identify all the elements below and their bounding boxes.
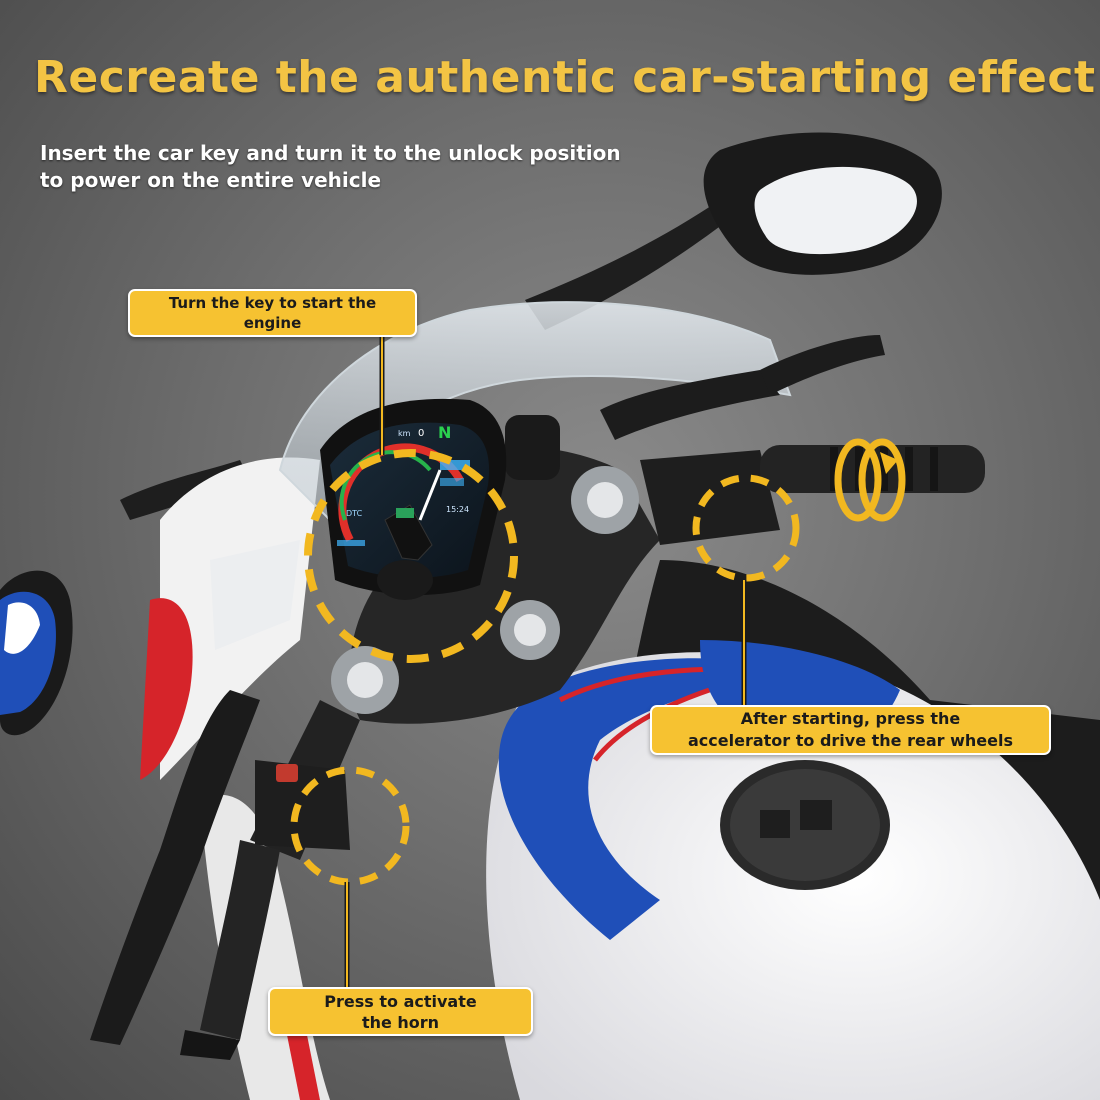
dashboard-mode: DTC xyxy=(346,509,363,518)
dashboard-clock: 15:24 xyxy=(446,505,469,514)
hazard-button-icon xyxy=(276,764,298,782)
dashboard-speed: 0 xyxy=(418,428,424,439)
right-mirror xyxy=(525,132,942,330)
instructions-line-1: Insert the car key and turn it to the un… xyxy=(40,141,621,165)
horn-highlight-circle xyxy=(290,766,410,886)
key-highlight-circle xyxy=(304,449,518,663)
callout-turn-key: Turn the key to start the engine xyxy=(128,289,417,337)
callout-turn-key-line-1: Turn the key to start the xyxy=(168,294,377,312)
reservoir-cap xyxy=(505,415,560,480)
instructions: Insert the car key and turn it to the un… xyxy=(40,140,621,194)
accelerator-highlight-circle xyxy=(692,474,800,582)
callout-accelerator-line-1: After starting, press the xyxy=(740,709,961,728)
callout-accelerator: After starting, press the accelerator to… xyxy=(650,705,1051,755)
callout-accelerator-line-2: accelerator to drive the rear wheels xyxy=(688,731,1013,750)
instructions-line-2: to power on the entire vehicle xyxy=(40,168,382,192)
rotate-arrow-head-icon xyxy=(880,452,898,474)
headline: Recreate the authentic car-starting effe… xyxy=(34,52,1096,103)
callout-horn: Press to activate the horn xyxy=(268,987,533,1036)
callout-horn-line-1: Press to activate xyxy=(324,991,477,1011)
left-mirror xyxy=(0,460,250,736)
ignition-key-icon xyxy=(377,504,433,600)
callout-horn-line-2: the horn xyxy=(361,1012,440,1032)
dashboard-unit: km xyxy=(398,429,411,438)
right-handlebar xyxy=(600,335,985,545)
dashboard-gear-indicator: N xyxy=(438,423,451,442)
fuel-tank xyxy=(486,640,1100,1100)
rotate-arrow-icon xyxy=(834,438,906,522)
callout-turn-key-line-2: engine xyxy=(243,314,302,332)
front-fairing xyxy=(140,457,320,780)
left-handlebar xyxy=(90,690,360,1060)
